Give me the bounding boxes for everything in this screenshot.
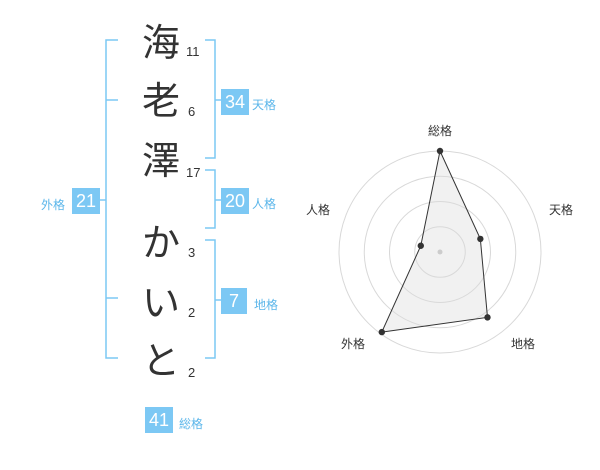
tenkaku-label: 天格 [252,98,277,112]
radar-grid-ring [389,201,491,303]
radar-point-2 [477,235,484,243]
stroke-count-1: 11 [186,44,200,59]
gaikaku-value: 21 [72,188,100,214]
tenkaku-value: 34 [221,89,249,115]
soukaku-label: 総格 [179,417,204,431]
jinkaku-label: 人格 [252,197,277,211]
radar-axis-label-gaikaku: 外格 [341,337,366,351]
radar-series-area [380,149,489,333]
name-char-5: い [141,281,180,325]
radar-point-3 [484,314,491,321]
name-char-6: と [141,339,180,383]
radar-point-5 [417,242,424,249]
tenkaku-bracket [205,39,216,159]
name-char-2: 老 [141,79,180,123]
soukaku-value: 41 [145,407,173,433]
name-char-1: 海 [141,21,180,65]
radar-point-1 [436,147,444,155]
chikaku-value: 7 [221,288,247,314]
chikaku-bracket [205,239,216,359]
radar-grid-ring [414,226,466,278]
radar-center-dot [437,249,443,255]
name-char-3: 澤 [141,139,180,183]
jinkaku-bracket [205,169,216,229]
radar-axis-label-soukaku: 総格 [428,124,453,138]
radar-axis-label-chikaku: 地格 [511,337,536,351]
radar-point-4 [378,328,386,336]
chikaku-label: 地格 [254,298,279,312]
stroke-count-6: 2 [188,365,196,380]
stroke-count-4: 3 [188,245,196,260]
gaikaku-bracket [105,39,118,359]
stroke-count-5: 2 [188,305,196,320]
radar-grid-ring [363,175,517,329]
stroke-count-2: 6 [188,104,196,119]
jinkaku-value: 20 [221,188,249,214]
radar-axis-label-tenkaku: 天格 [549,203,574,217]
stroke-count-3: 17 [186,165,201,180]
radar-axis-label-jinkaku: 人格 [306,203,331,217]
gaikaku-label: 外格 [41,198,66,212]
name-char-4: か [141,221,180,265]
